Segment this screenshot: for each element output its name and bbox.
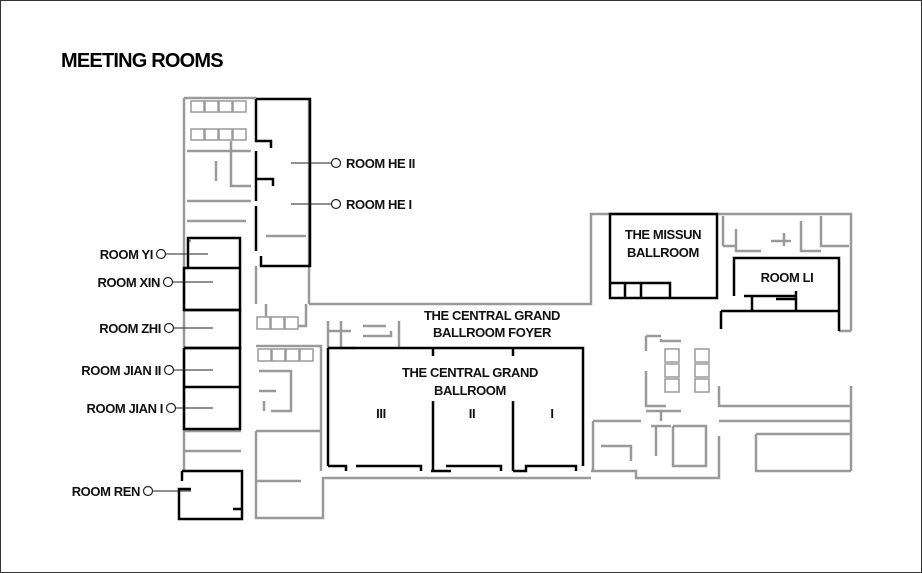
foyer-label-line1[interactable]: THE CENTRAL GRAND (424, 308, 560, 323)
foyer-label-line2[interactable]: BALLROOM FOYER (433, 325, 552, 340)
room-xin-label[interactable]: ROOM XIN (97, 275, 160, 290)
page-title: MEETING ROOMS (61, 50, 223, 72)
room-jian-ii-label[interactable]: ROOM JIAN II (81, 363, 161, 378)
room-he-i-label[interactable]: ROOM HE I (346, 197, 412, 212)
building-walls (182, 96, 853, 520)
grand-ballroom-section-iii[interactable]: III (376, 406, 386, 421)
room-leaders (142, 157, 342, 497)
grand-ballroom-section-i[interactable]: I (550, 406, 554, 421)
grand-ballroom-section-ii[interactable]: II (469, 406, 476, 421)
room-zhi-label[interactable]: ROOM ZHI (99, 321, 161, 336)
room-jian-i-label[interactable]: ROOM JIAN I (87, 401, 164, 416)
room-yi-label[interactable]: ROOM YI (100, 247, 154, 262)
room-he-ii-label[interactable]: ROOM HE II (346, 156, 415, 171)
grand-ballroom-label-line2[interactable]: BALLROOM (434, 383, 506, 398)
room-li-label[interactable]: ROOM LI (761, 270, 814, 285)
elevators (190, 100, 710, 393)
meeting-room-walls (177, 97, 841, 521)
missun-ballroom-label-line2[interactable]: BALLROOM (627, 245, 699, 260)
missun-ballroom-label-line1[interactable]: THE MISSUN (625, 227, 702, 242)
room-ren-label[interactable]: ROOM REN (72, 484, 141, 499)
grand-ballroom-label-line1[interactable]: THE CENTRAL GRAND (402, 365, 538, 380)
